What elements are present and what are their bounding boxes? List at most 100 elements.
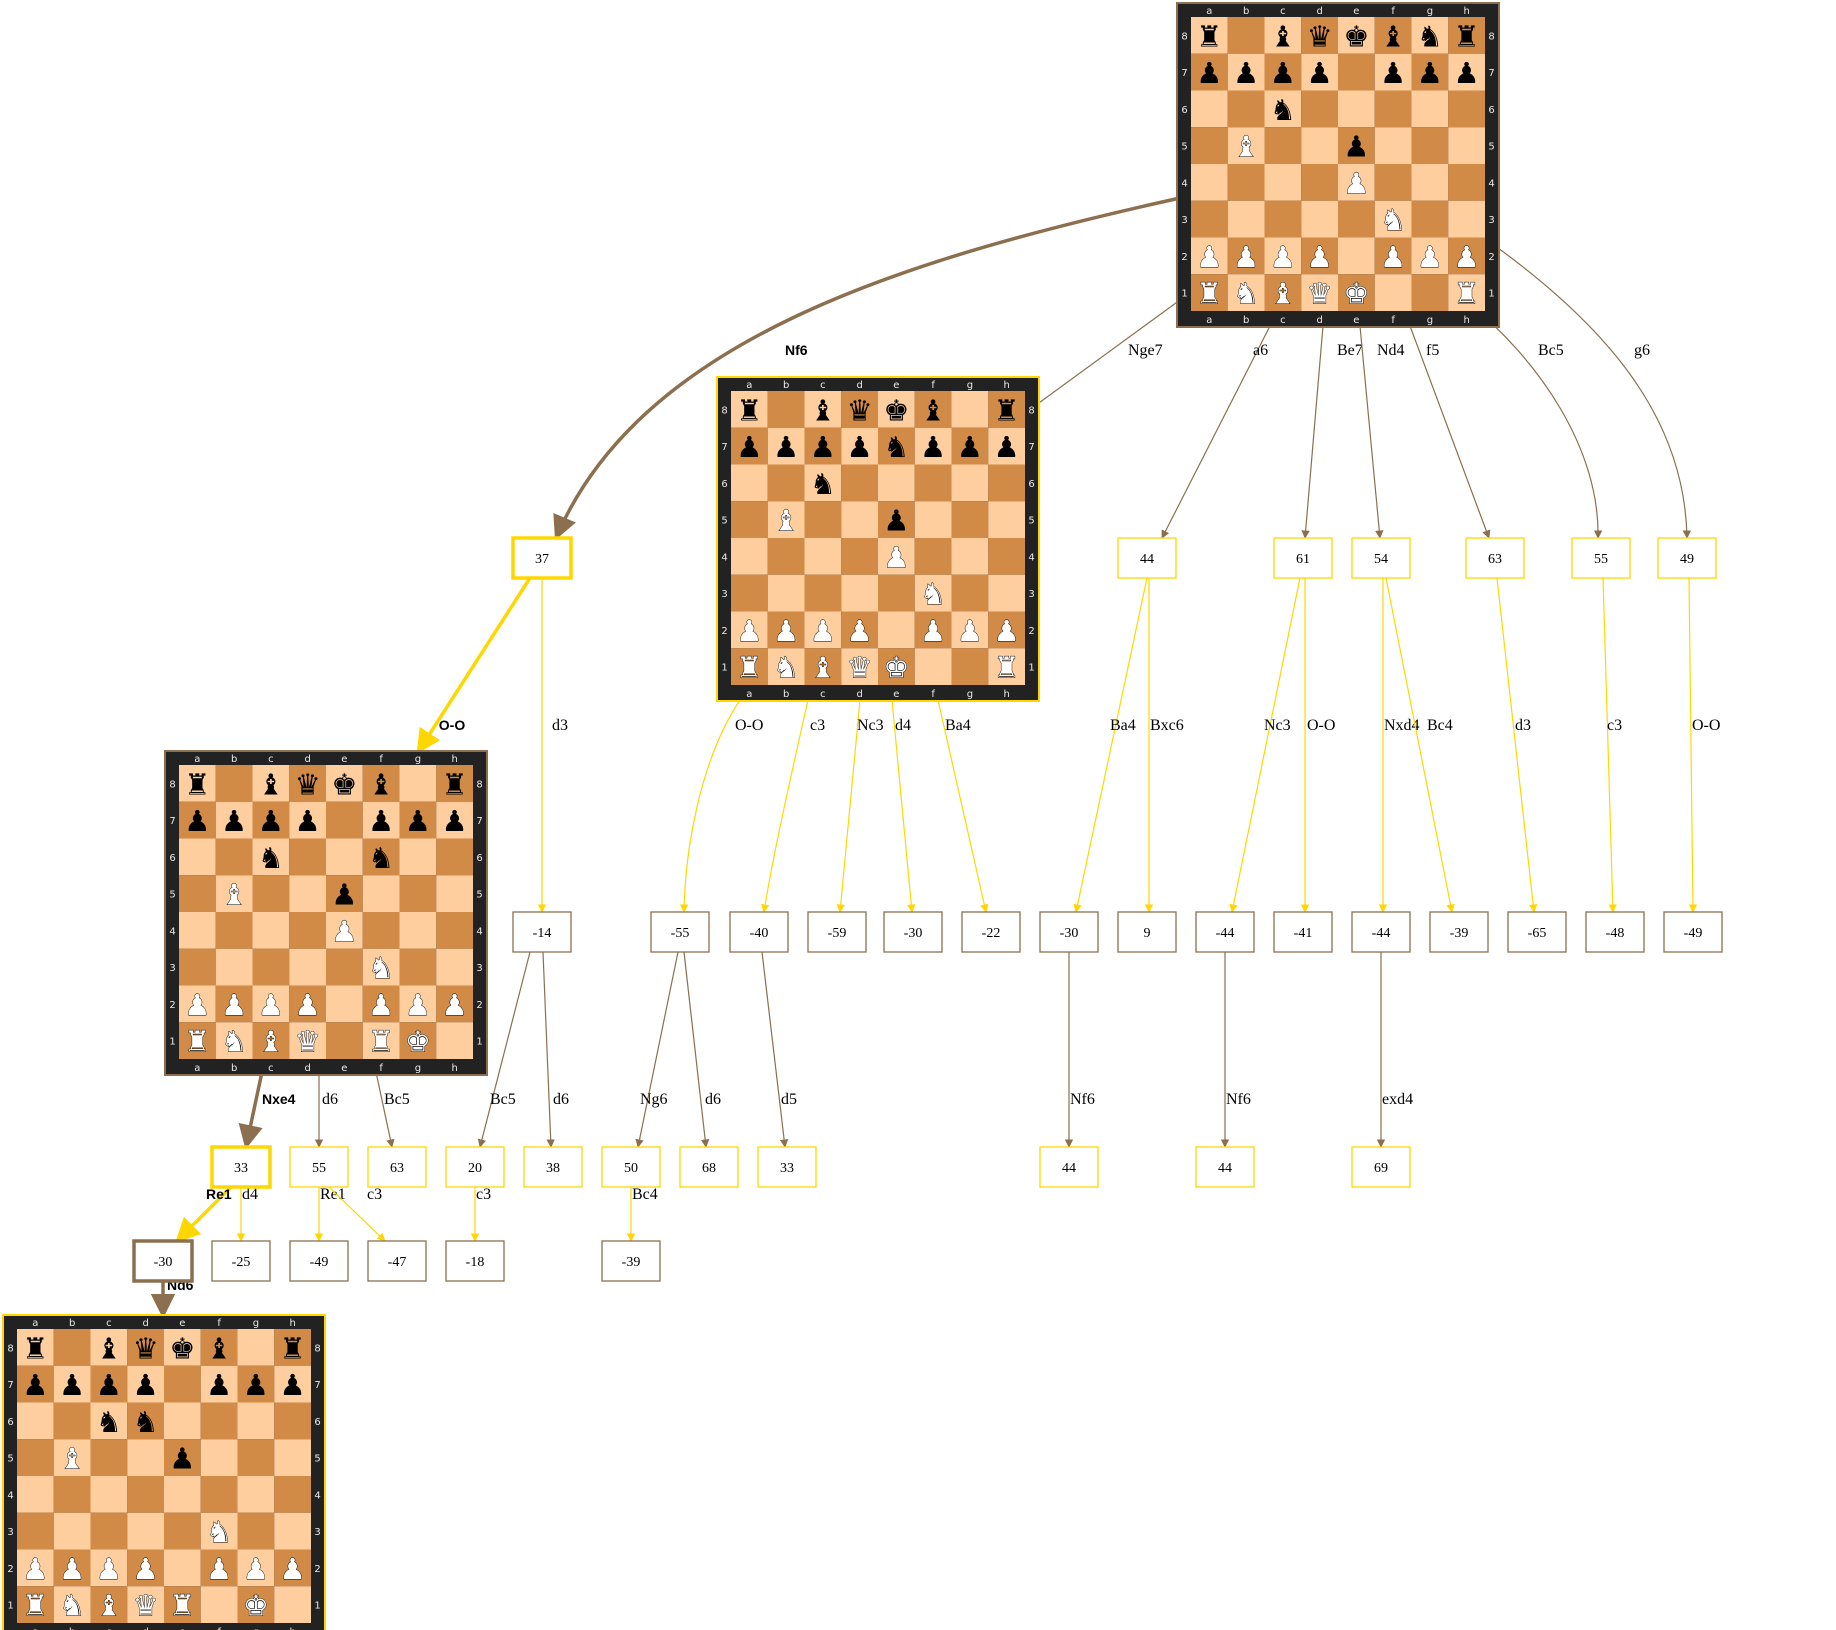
edge-label: g6 (1634, 342, 1650, 359)
board-square (1338, 127, 1375, 164)
board-square (767, 427, 805, 465)
edge-label: exd4 (1382, 1091, 1413, 1108)
eval-box (1465, 537, 1525, 579)
eval-node[interactable]: -44 (1195, 911, 1255, 953)
eval-node[interactable]: 63 (1465, 537, 1525, 579)
black-bishop-icon: ♝ (810, 393, 836, 427)
eval-node[interactable]: 33 (210, 1145, 272, 1189)
white-pawn-icon: ♟ (295, 988, 321, 1022)
white-pawn-icon: ♟ (1380, 240, 1406, 274)
eval-node[interactable]: -30 (132, 1239, 194, 1283)
board-square (804, 464, 842, 502)
board-square (1448, 237, 1485, 275)
eval-node[interactable]: -49 (1663, 911, 1723, 953)
edge-label: Nf6 (1226, 1091, 1251, 1108)
white-knight-icon: ♞ (206, 1515, 232, 1549)
white-pawn-icon: ♟ (405, 988, 431, 1022)
eval-box (601, 1240, 661, 1282)
eval-node[interactable]: 33 (757, 1146, 817, 1188)
board-square (53, 1402, 91, 1440)
board-square (53, 1365, 91, 1403)
board-square (274, 1512, 311, 1550)
edge-n-nge7-oo-to-n-oo-d6b (683, 951, 710, 1148)
eval-node[interactable]: -30 (883, 911, 943, 953)
edge-root-to-n-nd4 (1359, 325, 1384, 539)
eval-node[interactable]: 61 (1273, 537, 1333, 579)
rank-label: 3 (1488, 215, 1494, 226)
eval-node[interactable]: -47 (367, 1240, 427, 1282)
eval-node[interactable]: -22 (961, 911, 1021, 953)
eval-value: 63 (1488, 552, 1502, 567)
rank-label: 7 (476, 816, 482, 827)
eval-box (1117, 911, 1177, 953)
rank-label: 1 (314, 1601, 320, 1612)
eval-node[interactable]: 37 (511, 536, 573, 580)
eval-node[interactable]: -39 (601, 1240, 661, 1282)
eval-box (367, 1146, 427, 1188)
file-label: c (1280, 6, 1286, 17)
edge-label: O-O (735, 717, 763, 734)
eval-node[interactable]: 9 (1117, 911, 1177, 953)
board-square (1264, 237, 1302, 275)
rank-label: 5 (476, 890, 482, 901)
rank-label: 3 (1181, 215, 1187, 226)
rank-label: 7 (1181, 68, 1187, 79)
board-square (951, 648, 989, 685)
eval-node[interactable]: -48 (1585, 911, 1645, 953)
eval-node[interactable]: -65 (1507, 911, 1567, 953)
eval-node[interactable]: -49 (289, 1240, 349, 1282)
eval-node[interactable]: -44 (1351, 911, 1411, 953)
board-square (399, 875, 437, 912)
eval-value: -40 (750, 926, 769, 941)
board-square (326, 912, 363, 949)
eval-node[interactable]: 20 (445, 1146, 505, 1188)
eval-node[interactable]: 44 (1039, 1146, 1099, 1188)
rank-label: 7 (1028, 442, 1034, 453)
file-label: e (1353, 315, 1359, 326)
black-pawn-icon: ♟ (331, 878, 357, 912)
white-pawn-icon: ♟ (331, 914, 357, 948)
eval-node[interactable]: 44 (1117, 537, 1177, 579)
edge-label: Re1 (320, 1186, 346, 1203)
eval-node[interactable]: 55 (289, 1146, 349, 1188)
eval-node[interactable]: 68 (679, 1146, 739, 1188)
eval-node[interactable]: -59 (807, 911, 867, 953)
board-square (1264, 164, 1302, 201)
eval-node[interactable]: -14 (512, 911, 572, 953)
eval-node[interactable]: -25 (211, 1240, 271, 1282)
eval-node[interactable]: 54 (1351, 537, 1411, 579)
board-square (274, 1476, 311, 1513)
eval-value: -30 (1060, 926, 1079, 941)
white-pawn-icon: ♟ (221, 988, 247, 1022)
eval-node[interactable]: -41 (1273, 911, 1333, 953)
chess-board[interactable]: aabbccddeeffgghh8877665544332211♜♝♛♚♝♜♟♟… (2, 1314, 326, 1630)
eval-node[interactable]: -55 (650, 911, 710, 953)
eval-node[interactable]: -18 (445, 1240, 505, 1282)
eval-node[interactable]: 50 (601, 1146, 661, 1188)
eval-node[interactable]: 38 (523, 1146, 583, 1188)
edge-label: Ba4 (945, 717, 971, 734)
file-label: h (289, 1318, 295, 1329)
eval-box (1195, 911, 1255, 953)
board-square (1301, 17, 1338, 54)
eval-node[interactable]: 55 (1571, 537, 1631, 579)
file-label: e (893, 689, 899, 700)
eval-node[interactable]: 49 (1657, 537, 1717, 579)
eval-box (883, 911, 943, 953)
eval-node[interactable]: -39 (1429, 911, 1489, 953)
eval-node[interactable]: -30 (1039, 911, 1099, 953)
rank-label: 8 (476, 779, 482, 790)
board-square (127, 1549, 164, 1587)
board-square (362, 985, 400, 1023)
eval-node[interactable]: -40 (729, 911, 789, 953)
eval-value: 33 (780, 1161, 794, 1176)
eval-node[interactable]: 63 (367, 1146, 427, 1188)
eval-node[interactable]: 44 (1195, 1146, 1255, 1188)
rank-label: 8 (169, 779, 175, 790)
board-square (90, 1365, 128, 1403)
file-label: a (32, 1627, 38, 1630)
eval-node[interactable]: 69 (1351, 1146, 1411, 1188)
